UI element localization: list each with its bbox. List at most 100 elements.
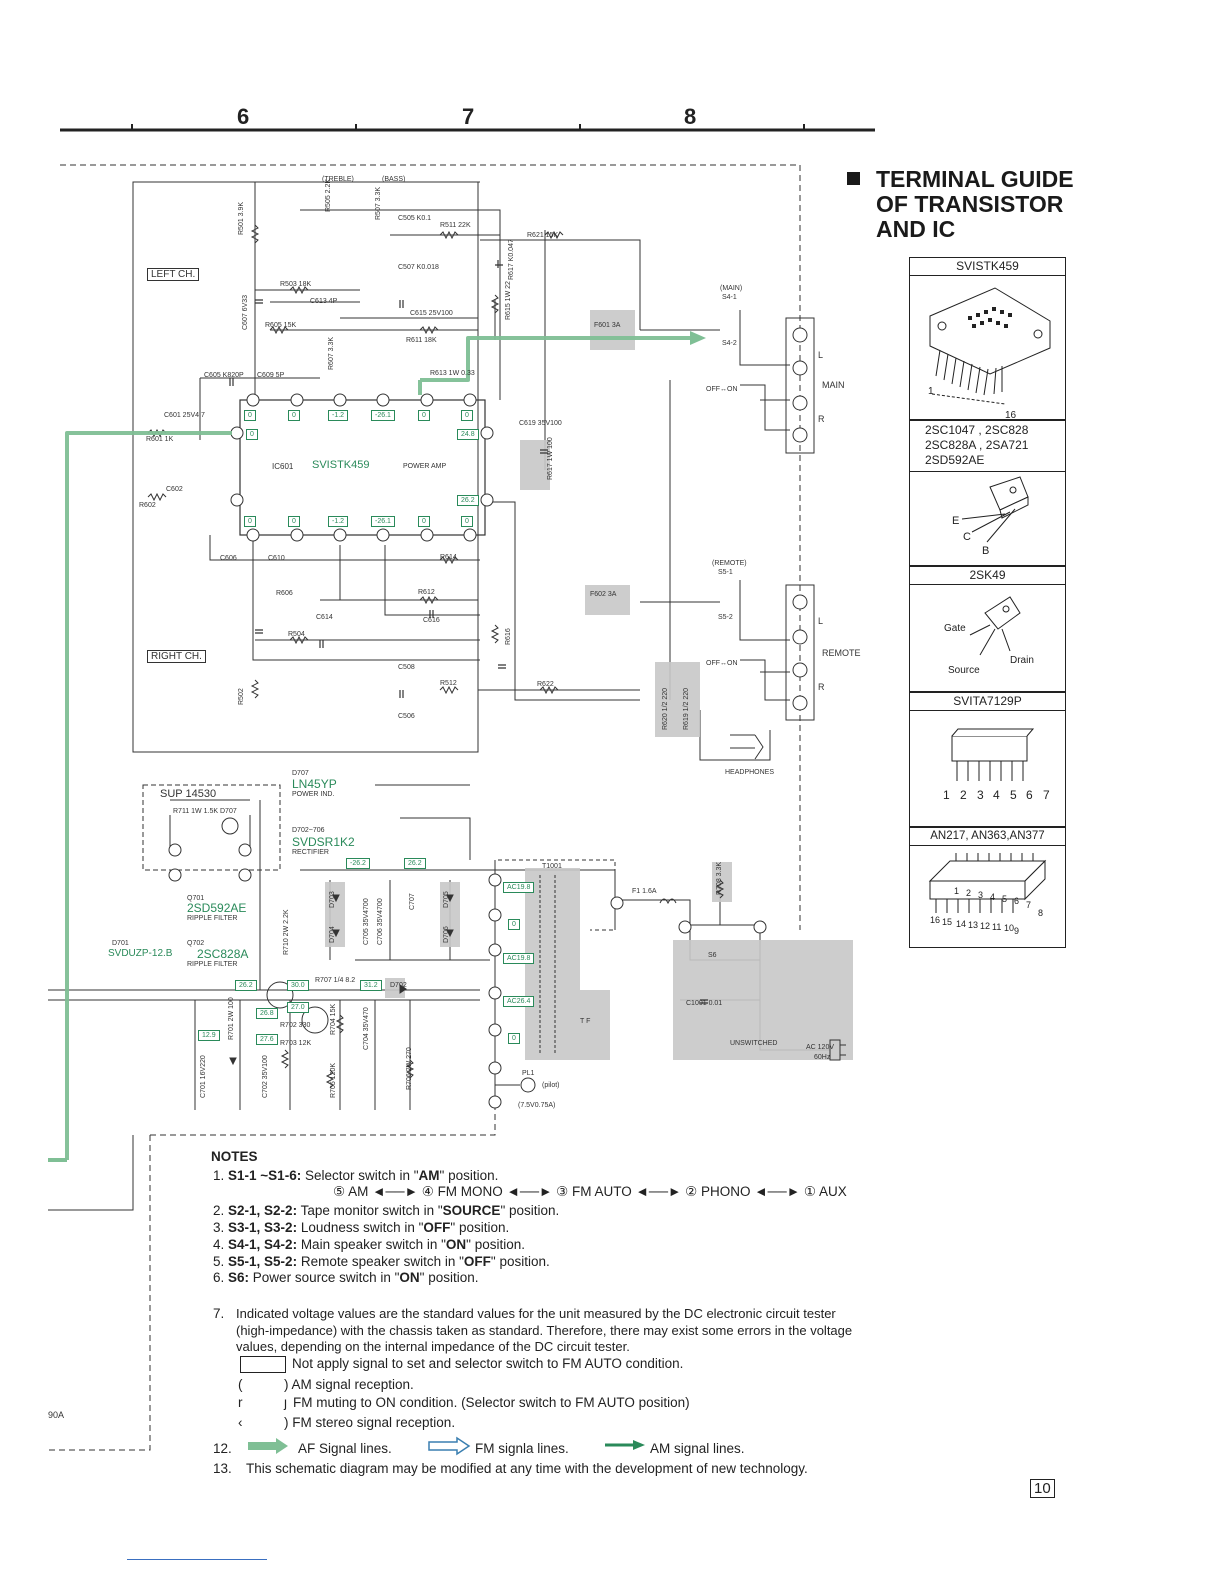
c505-label: C505 K0.1 [398,215,432,222]
remote-r-label: R [818,682,825,692]
main-off-on-label: OFF↔ON [706,386,738,393]
r617b-label: R617 1W 100 [547,437,554,480]
bottom-link-underline [127,1559,267,1560]
r614-label: R614 [440,554,457,561]
note-12-af: AF Signal lines. [298,1441,392,1456]
ic-voltage-top: 0 [418,410,430,421]
guide-box-2sk49: 2SK49 Gate Drain Source [909,565,1066,693]
pin-label: 5 [1010,788,1017,802]
note-7-angle-legend: ) FM stereo signal reception. [284,1415,456,1430]
note-5: 5. S5-1, S5-2: Remote speaker switch in … [213,1253,550,1270]
ic-voltage-top: 0 [288,410,300,421]
treble-label: (TREBLE) [322,176,354,183]
fm-arrow-icon [428,1436,471,1456]
ruler-line [60,124,875,132]
f602-label: F602 3A [590,591,617,598]
d705-label: D705 [443,891,450,908]
r620-label: R620 1/2 220 [662,687,669,730]
r601-label: R601 1K [146,436,174,443]
svdsr1k2-label: SVDSR1K2 [292,835,355,849]
r616-label: R616 [505,628,512,645]
c607-label: C607 6V33 [242,294,249,330]
c602-label: C602 [166,486,183,493]
pin-label: 12 [980,921,990,931]
note-13-number: 13. [213,1461,232,1476]
guide-box-label: 2SK49 [910,566,1065,585]
pin-label: 1 [928,386,934,397]
ripple-filter-2-label: RIPPLE FILTER [187,961,238,968]
d707a-label: D707 [220,808,237,815]
pin-label: 3 [977,788,984,802]
pin-label: 2 [960,788,967,802]
power-voltage: 26.2 [404,858,426,869]
pin-label: 16 [1005,410,1017,421]
note-7-line-1: Indicated voltage values are the standar… [236,1306,836,1321]
note-6: 6. S6: Power source switch in "ON" posit… [213,1269,478,1286]
pin-label: Source [948,665,980,676]
right-channel-label: RIGHT CH. [147,650,206,663]
ic-voltage-bottom: 0 [288,516,300,527]
page-number: 10 [1030,1479,1055,1498]
ic-voltage-top: -1.2 [328,410,349,421]
remote-switch-label: (REMOTE) [712,560,747,567]
pin-label: 1 [954,886,959,896]
f601-label: F601 3A [594,322,621,329]
q702-part-label: 2SC828A [197,947,249,961]
ic-voltage-bottom: 0 [244,516,256,527]
remote-l-label: L [818,616,824,626]
note-number: 4. [213,1237,225,1252]
c704-label: C704 35V470 [363,1007,370,1050]
note-1-sequence: ⑤ AM ◄──► ④ FM MONO ◄──► ③ FM AUTO ◄──► … [333,1184,847,1199]
hz-label: 60Hz [814,1054,831,1061]
unswitched-label: UNSWITCHED [730,1040,778,1047]
pin-label: 1 [943,788,950,802]
bracket-close-icon: ȷ [284,1395,287,1410]
note-key: S1-1 ~S1-6: [228,1168,302,1183]
pin-label: 15 [942,917,952,927]
note-7-bracket-legend: FM muting to ON condition. (Selector swi… [293,1395,690,1410]
power-voltage: 26.8 [256,1008,278,1019]
q702-label: Q702 [187,940,205,947]
notes-title: NOTES [211,1149,258,1164]
c614-label: C614 [316,614,333,621]
guide-box-label: AN217, AN363,AN377 [910,827,1065,846]
note-13-text: This schematic diagram may be modified a… [246,1461,808,1476]
d701-part-label: SVDUZP-12.B [108,948,173,959]
c706-label: C706 35V4700 [377,898,384,945]
note-1: 1. S1-1 ~S1-6: Selector switch in "AM" p… [213,1167,498,1184]
r606-label: R606 [276,590,293,597]
note-bold: ON [399,1270,420,1285]
note-bold: AM [418,1168,440,1183]
ln45yp-label: LN45YP [292,777,337,791]
c507-label: C507 K0.018 [398,264,439,271]
note-7-paren-legend: ) AM signal reception. [284,1377,414,1392]
r607-label: R607 3.3K [328,336,335,370]
remote-off-on-label: OFF↔ON [706,660,738,667]
rectifier-label: RECTIFIER [292,849,329,856]
c606-label: C606 [220,555,237,562]
note-text: " position. [419,1270,479,1285]
guide-title-line: AND IC [876,216,956,242]
note-number: 3. [213,1220,225,1235]
r711-label: R711 1W 1.5K [173,808,219,815]
note-key: S4-1, S4-2: [228,1237,298,1252]
terminal-guide-title: TERMINAL GUIDE OF TRANSISTOR AND IC [876,167,1074,242]
note-number: 6. [213,1270,225,1285]
c1001-label: C1001 0.01 [686,1000,723,1007]
guide-box-label: SVITA7129P [910,692,1065,711]
bracket-open-icon: r [238,1395,243,1410]
pin-label: 8 [1038,908,1043,918]
note-text: Power source switch in " [249,1270,400,1285]
r708-label: R708 3.3K [716,861,723,895]
ac-label: AC 120V [806,1044,835,1051]
main-terminal-label: MAIN [822,380,845,390]
note-text: " position. [466,1237,525,1252]
s4-1-label: S4-1 [722,294,737,301]
c705-label: C705 35V4700 [363,898,370,945]
r622-label: R622 [537,681,554,688]
c616-label: C616 [423,617,440,624]
note-number: 1. [213,1168,225,1183]
r707-label: R707 1/4 8.2 [315,977,356,984]
f1-label: F1 1.6A [632,888,657,895]
s5-1-label: S5-1 [718,569,733,576]
